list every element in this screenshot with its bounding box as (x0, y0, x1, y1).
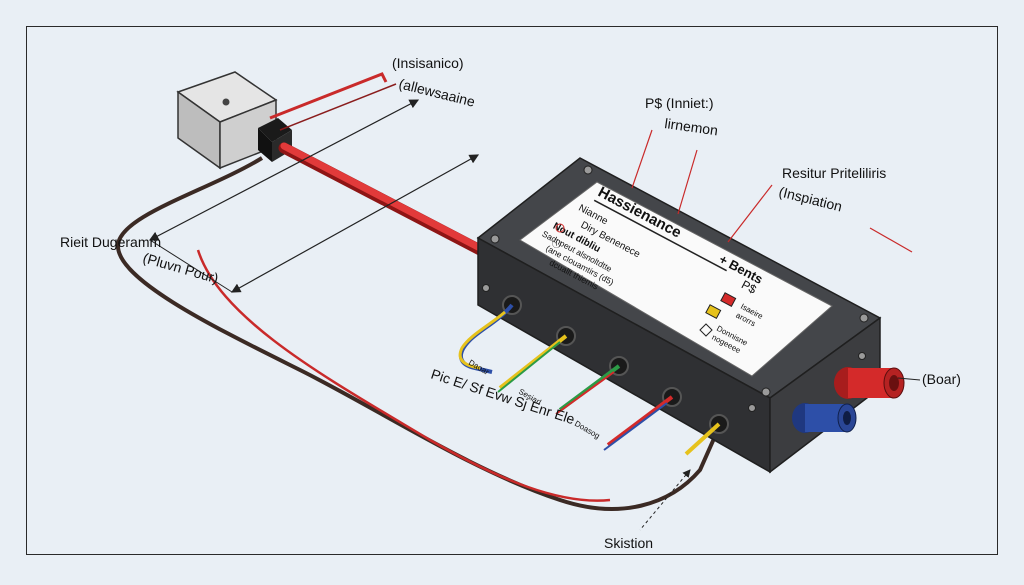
wire-tag-3: Doasog (573, 419, 601, 441)
warning-icon (555, 223, 565, 233)
label-resitur: Resitur Priteliliris (782, 165, 886, 181)
yellow-legend-icon (705, 304, 722, 320)
diamond-legend-icon (699, 323, 713, 337)
dimension-line-lower (230, 154, 480, 293)
red-legend-icon (720, 292, 737, 308)
label-rieit-dugeramm: Rieit Dugeramm (60, 234, 161, 250)
label-lirnemon: lirnemon (664, 115, 719, 138)
panel-ps: P$ (739, 277, 759, 296)
leader-right (727, 184, 773, 243)
wire-yellow-dark (684, 422, 721, 456)
label-ps-inniet: P$ (Inniet:) (645, 95, 713, 111)
leader-skistion (639, 469, 691, 531)
wire-yellow-green (498, 334, 568, 390)
wire-green (558, 364, 621, 412)
dark-loop-wire (115, 156, 722, 511)
leader-ps-2 (677, 149, 698, 215)
leader-boar (897, 377, 921, 381)
label-pluvn-pour: (Pluvn Pour) (141, 250, 220, 287)
wire-red-blue (606, 395, 674, 447)
spec-label-panel (519, 181, 833, 377)
label-skistion: Skistion (604, 535, 653, 551)
red-loop-wire (196, 249, 611, 502)
label-inspiation: (Inspiation (777, 183, 844, 214)
red-terminal (834, 367, 905, 399)
label-insisanico: (Insisanico) (392, 55, 464, 71)
label-bottom-row: Pic E/ Sf Evw Sj Enr Ele (429, 366, 577, 428)
wire-tag-1: Daoar (467, 358, 491, 377)
info-icon: ⓘ (552, 239, 561, 249)
sensor-screw-icon (222, 98, 230, 106)
sensor-block (176, 71, 292, 170)
leader-right-2 (869, 227, 913, 253)
blue-terminal (792, 403, 857, 433)
main-enclosure (476, 157, 882, 474)
leader-ps-1 (631, 129, 653, 189)
label-boar: (Boar) (922, 371, 961, 387)
